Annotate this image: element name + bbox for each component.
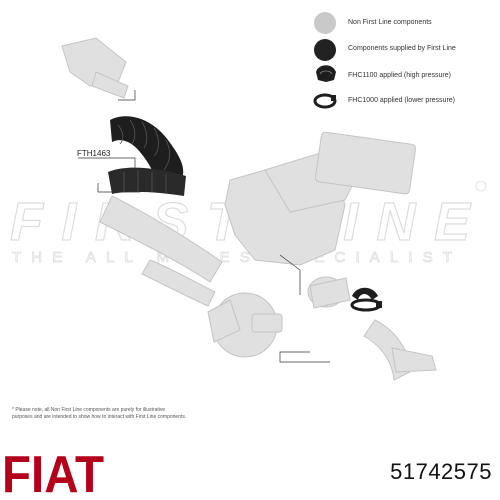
intercooler-elbow [391, 347, 437, 373]
legend-label-fhc1000: FHC1000 applied (lower pressure) [348, 97, 455, 104]
right-pointer [279, 254, 301, 295]
footnote: * Please note, all Non First Line compon… [12, 407, 187, 420]
ghost-components [61, 37, 437, 381]
turbo-bracket [251, 313, 283, 333]
top-pointer [118, 90, 136, 101]
lower-intake-hose [99, 195, 223, 283]
air-inlet-pipe [91, 71, 129, 99]
fth1463-hose [108, 116, 186, 196]
hose-upper-bend [110, 116, 184, 188]
bottom-pointer [279, 351, 330, 363]
engine-cover [314, 131, 416, 195]
oem-part-number: 51742575 [390, 459, 492, 484]
lower-hose-branch [141, 259, 216, 307]
hose-lower-body [108, 167, 186, 196]
legend-label-fhc1100: FHC1100 applied (high pressure) [348, 72, 451, 79]
turbo-outlet [207, 299, 241, 343]
throttle-flange [309, 277, 351, 309]
registered-mark-icon [475, 180, 487, 192]
clamp-high-pressure-icon [316, 65, 336, 82]
part-number-label: FTH1463 [77, 149, 111, 158]
first-line-legend-icon [314, 39, 336, 61]
diagram-clamp-lower-pressure [350, 298, 382, 312]
fiat-logo: FIAT [2, 446, 104, 496]
clamp-lower-pressure-icon [313, 93, 337, 109]
legend-label-first-line: Components supplied by First Line [348, 45, 456, 52]
non-first-line-legend-icon [314, 12, 336, 34]
legend-label-non-first-line: Non First Line components [348, 19, 432, 26]
diagram-clamp-high-pressure [352, 287, 378, 300]
fiat-logo-text: FIAT [2, 446, 104, 496]
